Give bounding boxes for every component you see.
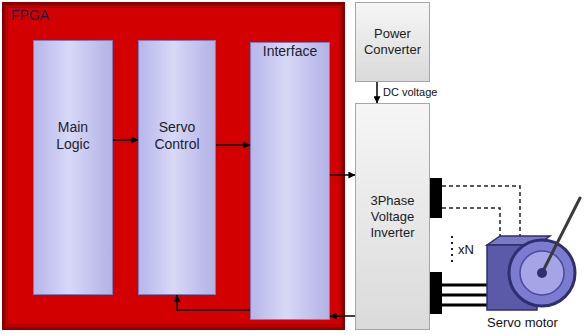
node-label: Power Converter	[361, 26, 424, 58]
repeat-dots	[451, 236, 453, 262]
connector-bar	[430, 178, 442, 218]
inverter-box: 3Phase Voltage Inverter	[355, 103, 430, 330]
signal-arrow	[113, 139, 138, 141]
signal-arrow	[216, 144, 250, 146]
node-label: Main Logic	[40, 119, 106, 153]
signal-arrow	[177, 295, 250, 310]
power-box: Power Converter	[355, 2, 430, 82]
node-label: Servo motor	[487, 315, 558, 330]
logic-block: Servo Control	[138, 40, 216, 295]
power-wire	[442, 284, 487, 287]
node-label: Servo Control	[145, 119, 209, 153]
power-wire	[462, 294, 487, 297]
region-heading: FPGA	[11, 7, 49, 24]
servo-motor: Servo motor	[462, 195, 583, 330]
power-wire	[442, 304, 487, 307]
logic-block: Interface	[250, 42, 330, 320]
node-label: Interface	[263, 43, 317, 60]
logic-block: Main Logic	[33, 40, 113, 295]
fpga-region: Main Logic Servo Control Interface FPGA	[2, 2, 345, 330]
signal-arrow	[330, 315, 355, 317]
signal-arrow	[330, 174, 355, 176]
motor-face	[520, 251, 564, 295]
signal-arrow	[376, 82, 378, 103]
motor-hub	[537, 268, 547, 278]
count-label: xN	[458, 242, 474, 257]
node-label: 3Phase Voltage Inverter	[361, 193, 424, 241]
connector-bar	[430, 272, 442, 314]
motor-shaft	[542, 198, 580, 273]
motor-disk	[509, 240, 575, 306]
dashed-wire	[442, 208, 500, 244]
edge-label: DC voltage	[382, 86, 438, 99]
power-wire	[430, 294, 462, 297]
